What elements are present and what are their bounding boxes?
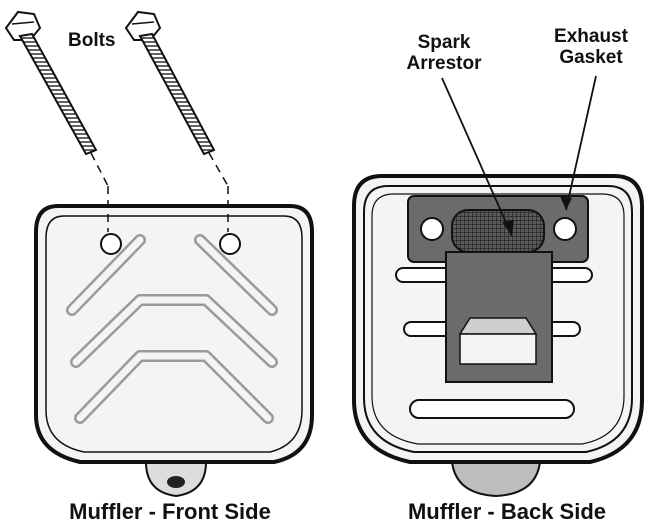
spark-arrestor-leader bbox=[441, 77, 513, 237]
bolt-left bbox=[4, 10, 109, 232]
exhaust-gasket-label-line1: Exhaust bbox=[554, 26, 628, 47]
front-bolt-hole-right bbox=[219, 233, 241, 255]
bolt-right bbox=[124, 10, 229, 232]
spark-arrestor-label-line1: Spark bbox=[417, 32, 471, 53]
back-outlet bbox=[450, 461, 542, 498]
spark-arrestor-screen bbox=[451, 209, 545, 253]
caption-front: Muffler - Front Side bbox=[69, 499, 271, 524]
exhaust-gasket-label-line2: Gasket bbox=[559, 47, 623, 68]
spark-arrestor-label-line2: Arrestor bbox=[406, 53, 482, 74]
exhaust-gasket-leader bbox=[565, 75, 597, 211]
muffler-front bbox=[34, 204, 314, 498]
caption-back: Muffler - Back Side bbox=[407, 499, 607, 524]
back-slot-lower bbox=[409, 399, 575, 419]
front-bolt-hole-left bbox=[100, 233, 122, 255]
front-body bbox=[34, 204, 314, 464]
bolts-label: Bolts bbox=[68, 30, 116, 51]
spark-arrestor-label: Spark Arrestor bbox=[394, 32, 494, 74]
muffler-back bbox=[352, 174, 644, 498]
front-ribs bbox=[66, 234, 278, 424]
exhaust-gasket-label: Exhaust Gasket bbox=[536, 26, 646, 68]
